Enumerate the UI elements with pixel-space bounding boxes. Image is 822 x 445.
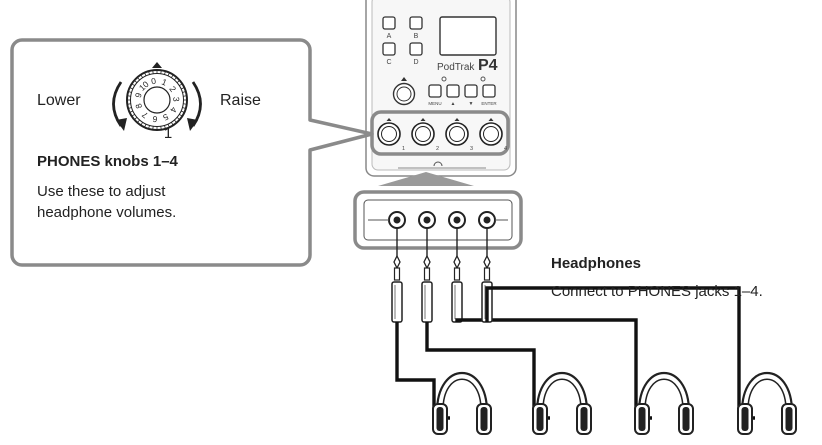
pad-label-c: C — [386, 59, 391, 66]
lower-label: Lower — [37, 92, 81, 110]
led-indicator — [442, 77, 446, 81]
pad-label-b: B — [414, 33, 419, 40]
dial-min-label: 1 — [164, 125, 172, 142]
device-model: P4 — [478, 57, 498, 74]
headphone-plug — [452, 282, 462, 322]
device-display — [440, 17, 496, 55]
key-label-enter: ENTER — [481, 101, 497, 106]
callout-title: PHONES knobs 1–4 — [37, 153, 178, 170]
phones-knob-number: 3 — [470, 146, 473, 152]
headphones-title: Headphones — [551, 255, 641, 272]
key-label-down: ▼ — [469, 101, 474, 107]
device-brand: PodTrak — [437, 62, 475, 73]
headphone-icon-4 — [738, 373, 796, 434]
headphone-plug — [392, 282, 402, 322]
phones-knob-number: 1 — [402, 146, 405, 152]
headphones-description: Connect to PHONES jacks 1–4. — [551, 281, 763, 302]
phones-jack-3 — [449, 212, 465, 228]
dial-number: 3 — [171, 97, 181, 102]
phones-jack-1 — [389, 212, 405, 228]
headphone-plug — [422, 282, 432, 322]
headphone-icon-1 — [433, 373, 491, 434]
phones-jack-2 — [419, 212, 435, 228]
pad-label-d: D — [413, 59, 418, 66]
pad-label-a: A — [387, 33, 392, 40]
raise-label: Raise — [220, 92, 261, 110]
phones-knob-number: 2 — [436, 146, 439, 152]
led-indicator — [481, 77, 485, 81]
callout-body-line1: Use these to adjust — [37, 181, 165, 202]
key-label-up: ▲ — [451, 101, 456, 107]
phones-jack-4 — [479, 212, 495, 228]
callout-body-line2: headphone volumes. — [37, 202, 176, 223]
headphones-group — [433, 373, 796, 434]
headphone-icon-3 — [635, 373, 693, 434]
key-label-menu: MENU — [428, 101, 441, 106]
phones-knob-number: 4 — [504, 146, 507, 152]
headphone-icon-2 — [533, 373, 591, 434]
